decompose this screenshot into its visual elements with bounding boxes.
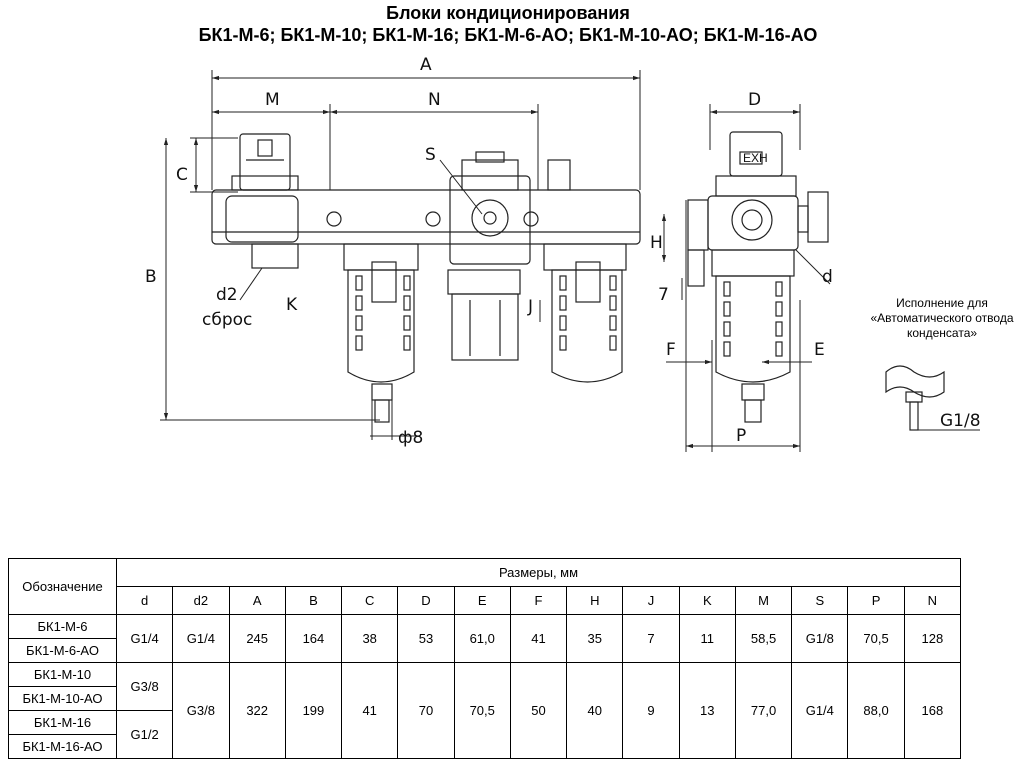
value-cell: 88,0 — [847, 662, 905, 759]
dim-label-d: d — [822, 267, 833, 287]
value-cell: G3/8 — [115, 662, 174, 711]
value-cell: G1/4 — [172, 614, 230, 663]
dimensions-header: Размеры, мм — [116, 558, 961, 587]
column-header: E — [453, 586, 511, 615]
dim-label-f: F — [666, 340, 676, 360]
value-cell: 13 — [678, 662, 736, 759]
assembly-side-view — [687, 131, 829, 423]
value-cell: 40 — [566, 662, 624, 759]
column-header: A — [228, 586, 286, 615]
dim-label-m: M — [265, 90, 280, 110]
value-cell: 70,5 — [453, 662, 511, 759]
dim-label-c: C — [176, 165, 188, 185]
designation-header: Обозначение — [8, 558, 117, 615]
value-cell: 58,5 — [734, 614, 793, 663]
value-cell: G1/8 — [791, 614, 849, 663]
dim-label-n: N — [428, 90, 441, 110]
designation-cell: БК1-М-10 — [8, 662, 117, 687]
dim-label-j: J — [527, 297, 533, 317]
value-cell: 38 — [341, 614, 399, 663]
assembly-front-view — [211, 133, 641, 423]
value-cell: 41 — [509, 614, 568, 663]
auto-drain-note: Исполнение для «Автоматического отвода к… — [862, 296, 1016, 341]
dim-label-e: E — [814, 340, 825, 360]
dim-label-b: B — [145, 267, 157, 287]
column-header: C — [341, 586, 399, 615]
designation-cell: БК1-М-6 — [8, 614, 117, 639]
designation-cell: БК1-М-16 — [8, 710, 117, 735]
dim-label-s: S — [425, 145, 436, 165]
value-cell: 70 — [397, 662, 455, 759]
dim-label-p: P — [736, 426, 746, 446]
value-cell: 245 — [228, 614, 286, 663]
value-cell: G1/2 — [115, 710, 174, 759]
page-title: Блоки кондиционирования — [386, 3, 630, 23]
dim-label-7: 7 — [658, 285, 669, 305]
value-cell: G3/8 — [172, 662, 230, 759]
value-cell: 70,5 — [847, 614, 905, 663]
value-cell: 322 — [228, 662, 286, 759]
column-header: N — [903, 586, 962, 615]
value-cell: 7 — [622, 614, 680, 663]
exh-label: EXH — [743, 151, 768, 165]
dim-label-g18: G1/8 — [940, 411, 981, 431]
value-cell: 35 — [566, 614, 624, 663]
column-header: d2 — [172, 586, 230, 615]
designation-cell: БК1-М-10-АО — [8, 686, 117, 711]
technical-drawing: A M N D C S B H d d2 сброс K J 7 F E P ф… — [145, 55, 981, 452]
value-cell: 128 — [903, 614, 962, 663]
column-header: H — [566, 586, 624, 615]
value-cell: 41 — [341, 662, 399, 759]
page-subtitle: БК1-М-6; БК1-М-10; БК1-М-16; БК1-М-6-АО;… — [198, 25, 818, 45]
dimension-lines — [160, 70, 980, 452]
value-cell: 77,0 — [734, 662, 793, 759]
value-cell: 168 — [903, 662, 962, 759]
dim-label-phi8: ф8 — [398, 428, 423, 448]
value-cell: 50 — [509, 662, 568, 759]
dim-label-d2: d2 — [216, 285, 238, 305]
value-cell: 164 — [284, 614, 343, 663]
note-line: «Автоматического отвода — [870, 311, 1014, 325]
value-cell: G1/4 — [115, 614, 174, 663]
designation-cell: БК1-М-6-АО — [8, 638, 117, 663]
value-cell: 61,0 — [453, 614, 511, 663]
column-header: K — [678, 586, 736, 615]
column-header: S — [791, 586, 849, 615]
note-line: конденсата» — [906, 326, 978, 340]
auto-drain-detail — [885, 365, 945, 431]
value-cell: 53 — [397, 614, 455, 663]
column-header: B — [284, 586, 343, 615]
dim-label-d-top: D — [748, 90, 761, 110]
dimensions-table: Обозначение Размеры, мм d d2 A B C D E F… — [8, 558, 962, 759]
dim-label-h: H — [650, 233, 663, 253]
value-cell: 11 — [678, 614, 736, 663]
column-header: D — [397, 586, 455, 615]
column-header: J — [622, 586, 680, 615]
dim-label-sbros: сброс — [202, 310, 252, 330]
dim-label-a: A — [420, 55, 432, 75]
column-header: d — [115, 586, 174, 615]
value-cell: 9 — [622, 662, 680, 759]
column-header: M — [734, 586, 793, 615]
dim-label-k: K — [286, 295, 298, 315]
column-header: F — [509, 586, 568, 615]
column-header: P — [847, 586, 905, 615]
note-line: Исполнение для — [896, 296, 988, 310]
value-cell: 199 — [284, 662, 343, 759]
designation-cell: БК1-М-16-АО — [8, 734, 117, 759]
value-cell: G1/4 — [791, 662, 849, 759]
